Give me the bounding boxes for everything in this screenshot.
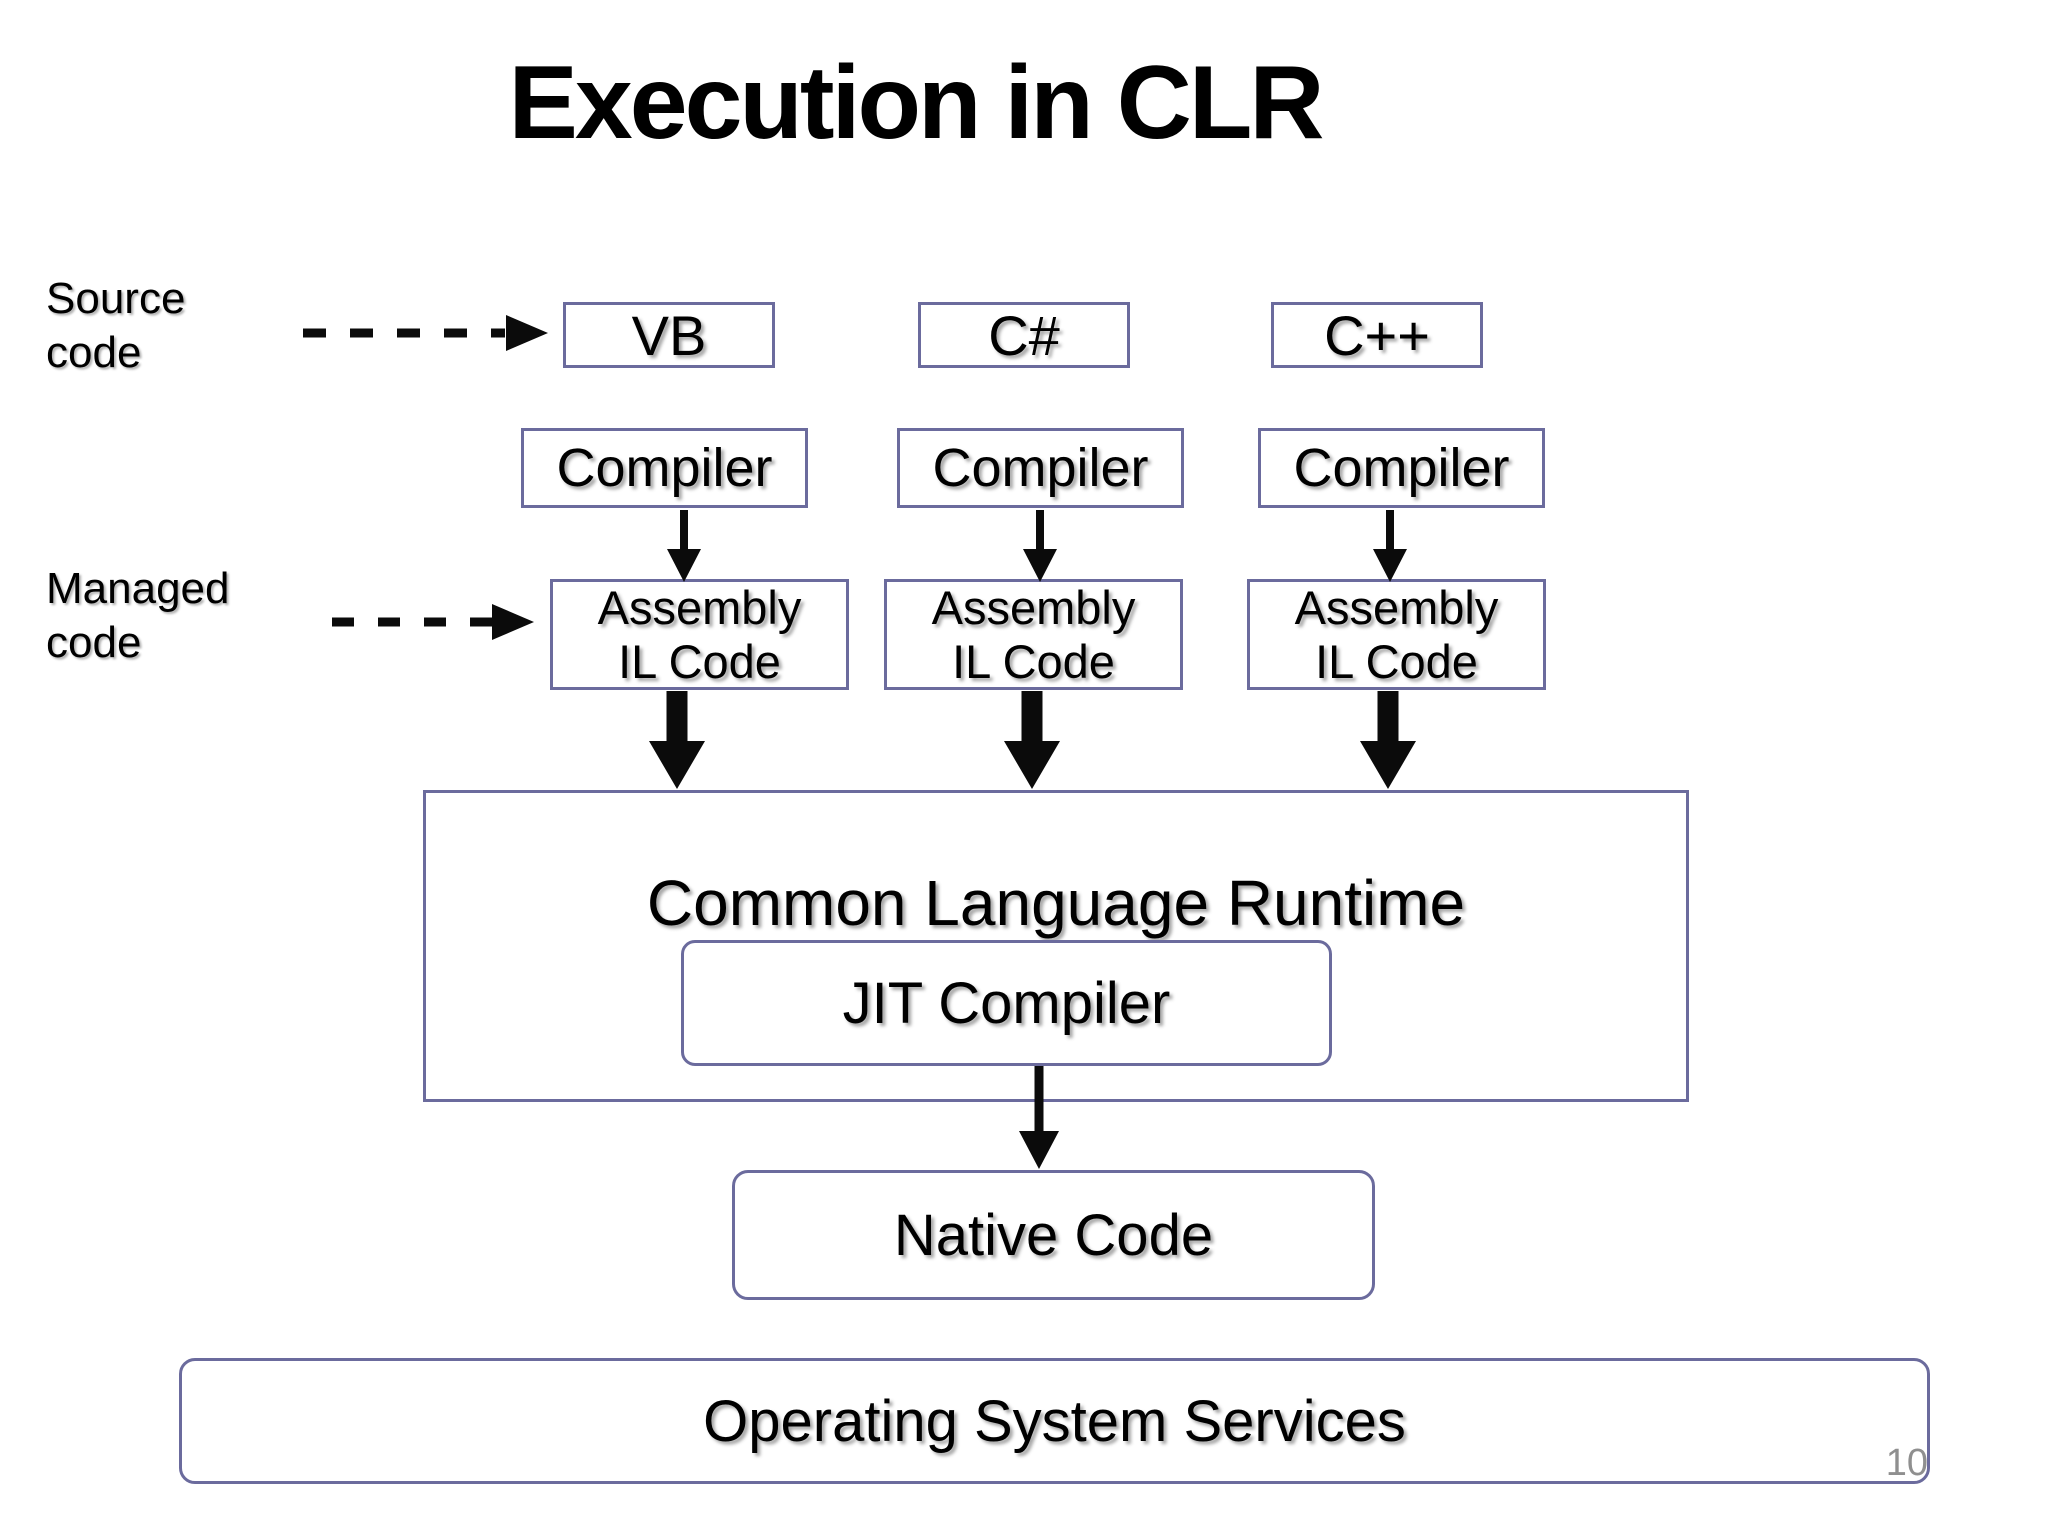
assembly-il-box-2: Assembly IL Code (884, 579, 1183, 690)
compiler-box-3: Compiler (1258, 428, 1545, 508)
arrow-assembly2-to-clr (1004, 691, 1060, 789)
assembly-il-box-2-line2: IL Code (952, 634, 1115, 688)
assembly-il-box-3-line2: IL Code (1315, 634, 1478, 688)
compiler-box-2-label: Compiler (932, 438, 1149, 498)
source-code-label-line1: Source (46, 274, 186, 323)
assembly-il-box-2-line1: Assembly (931, 580, 1136, 634)
assembly-il-box-3-line1: Assembly (1294, 580, 1499, 634)
jit-compiler-box: JIT Compiler (681, 940, 1332, 1066)
language-box-csharp-label: C# (988, 303, 1060, 367)
dashed-arrow-managed-to-assembly (332, 604, 534, 640)
language-box-vb-label: VB (631, 303, 707, 367)
slide-title: Execution in CLR (508, 45, 1325, 161)
clr-label: Common Language Runtime (646, 867, 1466, 939)
os-services-box: Operating System Services (179, 1358, 1930, 1484)
arrow-compiler3-to-assembly3 (1373, 510, 1407, 582)
managed-code-label-line2: code (46, 617, 142, 667)
managed-code-label: Managed code (46, 562, 229, 669)
managed-code-label-line1: Managed (46, 564, 230, 613)
compiler-box-2: Compiler (897, 428, 1184, 508)
source-code-label: Source code (46, 272, 185, 379)
os-services-label: Operating System Services (703, 1388, 1406, 1454)
arrow-compiler1-to-assembly1 (667, 510, 701, 582)
arrow-assembly3-to-clr (1360, 691, 1416, 789)
source-code-label-line2: code (46, 327, 142, 377)
language-box-vb: VB (563, 302, 775, 368)
assembly-il-box-1-line1: Assembly (597, 580, 802, 634)
language-box-cpp-label: C++ (1324, 303, 1430, 367)
native-code-label: Native Code (893, 1202, 1214, 1268)
jit-compiler-label: JIT Compiler (842, 970, 1171, 1036)
arrow-assembly1-to-clr (649, 691, 705, 789)
native-code-box: Native Code (732, 1170, 1375, 1300)
assembly-il-box-3: Assembly IL Code (1247, 579, 1546, 690)
compiler-box-1-label: Compiler (556, 438, 773, 498)
compiler-box-3-label: Compiler (1293, 438, 1510, 498)
page-number: 10 (1885, 1442, 1928, 1484)
dashed-arrow-source-to-vb (303, 315, 548, 351)
compiler-box-1: Compiler (521, 428, 808, 508)
language-box-csharp: C# (918, 302, 1130, 368)
assembly-il-box-1: Assembly IL Code (550, 579, 849, 690)
language-box-cpp: C++ (1271, 302, 1483, 368)
assembly-il-box-1-line2: IL Code (618, 634, 781, 688)
arrow-compiler2-to-assembly2 (1023, 510, 1057, 582)
